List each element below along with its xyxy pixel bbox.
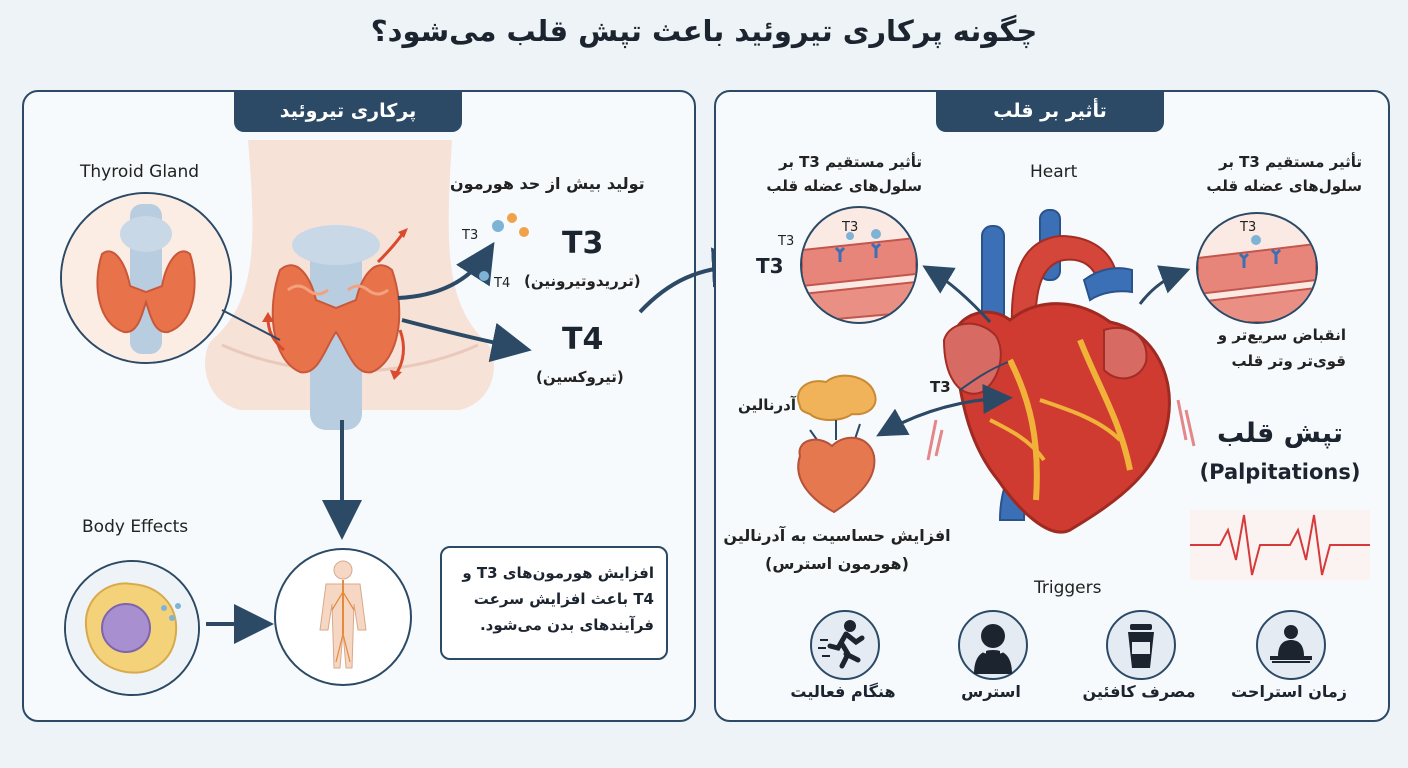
muscle-cell-right-circle <box>1196 212 1318 324</box>
t4-name: (تیروکسین) <box>536 368 624 386</box>
muscle-cell-left-illustration <box>802 229 916 322</box>
thyroid-zoom-illustration <box>62 194 230 362</box>
cell-metabolism-circle <box>64 560 200 696</box>
stressed-person-icon <box>958 610 1028 680</box>
thyroid-zoom-circle <box>60 192 232 364</box>
triggers-label: Triggers <box>1034 578 1102 598</box>
right-panel-tab: تأثیر بر قلب <box>936 90 1164 132</box>
body-effects-textbox: افزایش هورمون‌های T3 و T4 باعث افزایش سر… <box>440 546 668 660</box>
overproduction-label: تولید بیش از حد هورمون <box>450 174 645 193</box>
cell-t3-label-a: T3 <box>842 220 859 235</box>
t4-small-label: T4 <box>494 276 511 291</box>
trigger-label-stress: استرس <box>961 682 1021 701</box>
muscle-cell-right-illustration <box>1198 235 1316 322</box>
t3-symbol: T3 <box>562 226 604 261</box>
cell-t3-label-c: T3 <box>1240 220 1257 235</box>
cell-t3-label-b: T3 <box>778 234 795 249</box>
trigger-label-caffeine: مصرف کافئین <box>1082 682 1196 701</box>
sensitivity-subtext: (هورمون استرس) <box>765 554 909 573</box>
heart-label: Heart <box>1030 162 1078 182</box>
trigger-label-rest: زمان استراحت <box>1230 682 1347 701</box>
t4-symbol: T4 <box>562 322 604 357</box>
sensitivity-text: افزایش حساسیت به آدرنالین <box>723 526 951 545</box>
t3-arrow-label: T3 <box>756 254 784 278</box>
human-body-icon <box>319 560 367 669</box>
running-person-icon <box>810 610 880 680</box>
thyroid-gland-label: Thyroid Gland <box>80 162 200 182</box>
page-title: چگونه پرکاری تیروئید باعث تپش قلب می‌شود… <box>370 14 1038 48</box>
body-circle <box>274 548 412 686</box>
palpitations-fa: تپش قلب <box>1216 418 1343 449</box>
cell-illustration <box>66 562 198 694</box>
left-panel-tab: پرکاری تیروئید <box>234 90 462 132</box>
t3-small-label: T3 <box>462 228 479 243</box>
coffee-cup-icon <box>1106 610 1176 680</box>
t3-name: (ترریدوتیرونین) <box>524 272 641 290</box>
adrenaline-label: آدرنالین <box>738 396 796 414</box>
body-effects-text: افزایش هورمون‌های T3 و T4 باعث افزایش سر… <box>462 564 654 634</box>
heart-t3-label: T3 <box>930 378 951 396</box>
direct-effect-right-text: تأثیر مستقیم T3 بر سلول‌های عضله قلب <box>1206 153 1362 195</box>
direct-effect-left-text: تأثیر مستقیم T3 بر سلول‌های عضله قلب <box>766 153 922 195</box>
palpitations-en: (Palpitations) <box>1199 460 1361 484</box>
body-effects-label: Body Effects <box>82 517 189 537</box>
muscle-cell-left-circle <box>800 206 918 324</box>
resting-person-icon <box>1256 610 1326 680</box>
trigger-label-activity: هنگام فعالیت <box>790 682 896 701</box>
contraction-text: انقباض سریع‌تر و قوی‌تر وتر قلب <box>1217 326 1346 370</box>
